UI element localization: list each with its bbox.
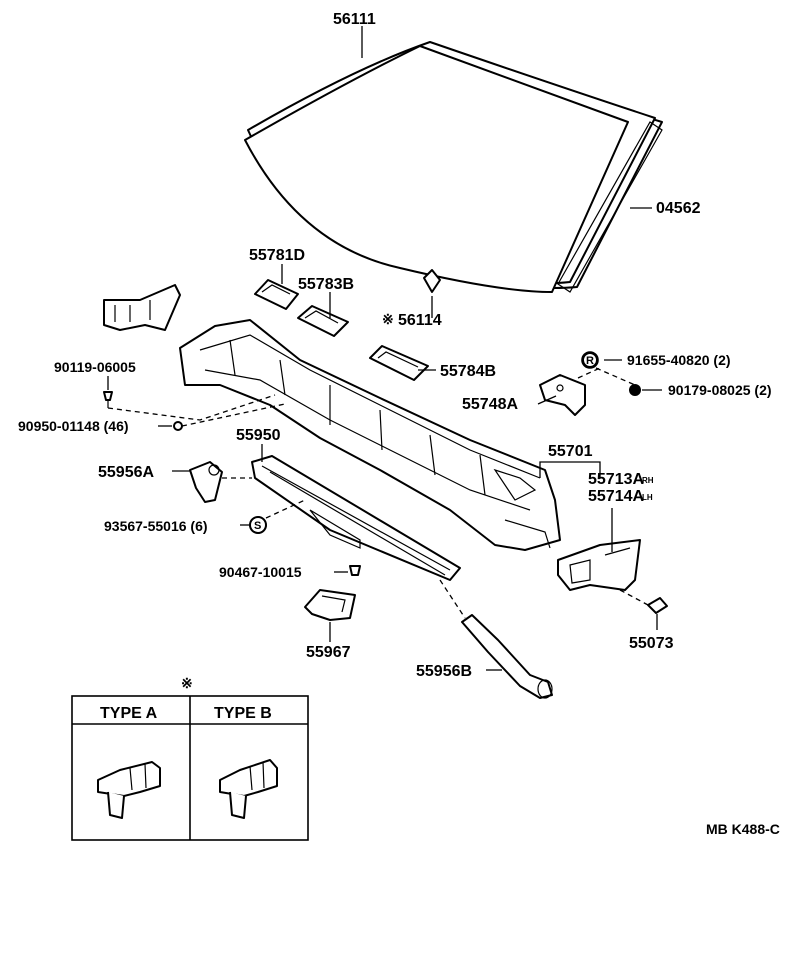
callout-s: S bbox=[249, 516, 267, 534]
seal-55967 bbox=[304, 589, 356, 621]
svg-text:R: R bbox=[586, 355, 594, 367]
bracket-55713A-55714A bbox=[557, 539, 641, 591]
label-91655-40820: 91655-40820 (2) bbox=[627, 352, 731, 368]
cap-55073 bbox=[647, 597, 668, 614]
label-90467-10015: 90467-10015 bbox=[219, 564, 302, 580]
callout-r: R bbox=[581, 351, 599, 369]
clip-type-b-drawing bbox=[219, 759, 278, 819]
svg-text:S: S bbox=[254, 520, 261, 532]
leader-lines bbox=[107, 26, 662, 671]
mark-asterisk: ※ bbox=[382, 311, 394, 327]
bolt-91655-40820 bbox=[582, 352, 598, 368]
left-upper-bracket bbox=[103, 284, 181, 331]
grommet-90950-01148 bbox=[173, 421, 183, 431]
cowl-panel-assembly bbox=[179, 319, 561, 551]
clip-55783B bbox=[297, 305, 349, 337]
panel-55950 bbox=[251, 455, 461, 581]
label-55956A: 55956A bbox=[98, 464, 154, 481]
weatherstrip bbox=[557, 121, 663, 293]
label-55967: 55967 bbox=[306, 644, 351, 661]
dashed-lines bbox=[107, 367, 649, 619]
label-93567-55016: 93567-55016 (6) bbox=[104, 518, 208, 534]
diagram-code: MB K488-C bbox=[706, 821, 780, 837]
label-04562: 04562 bbox=[656, 200, 701, 217]
label-55714A: 55714A bbox=[588, 488, 644, 505]
label-55781D: 55781D bbox=[249, 247, 305, 264]
label-55956B: 55956B bbox=[416, 663, 472, 680]
label-55701: 55701 bbox=[548, 443, 593, 460]
type-table-mark: ※ bbox=[181, 675, 193, 691]
hose-55956A bbox=[189, 461, 223, 503]
label-55714A-lh: LH bbox=[642, 493, 653, 502]
label-56114: 56114 bbox=[398, 312, 442, 329]
label-90179-08025: 90179-08025 (2) bbox=[668, 382, 772, 398]
label-55950: 55950 bbox=[236, 427, 281, 444]
bracket-55748A bbox=[539, 374, 586, 416]
label-56111: 56111 bbox=[333, 11, 376, 28]
label-90119-06005: 90119-06005 bbox=[54, 359, 136, 375]
clip-55781D bbox=[254, 279, 299, 310]
label-55748A: 55748A bbox=[462, 396, 518, 413]
hose-55956B bbox=[461, 614, 553, 699]
label-55073: 55073 bbox=[629, 635, 674, 652]
label-55713A-rh: RH bbox=[642, 476, 654, 485]
fastener-90467-10015 bbox=[349, 565, 361, 576]
screw-90119-06005 bbox=[103, 391, 113, 408]
type-table-col-a: TYPE A bbox=[100, 705, 158, 722]
retainer-55784B bbox=[369, 345, 429, 381]
label-55713A: 55713A bbox=[588, 471, 644, 488]
label-55784B: 55784B bbox=[440, 363, 496, 380]
label-55783B: 55783B bbox=[298, 276, 354, 293]
clip-56114 bbox=[423, 269, 441, 293]
type-table: ※ TYPE A TYPE B bbox=[71, 675, 309, 841]
windshield-glass bbox=[244, 41, 663, 293]
type-table-col-b: TYPE B bbox=[214, 705, 272, 722]
nut-90179-08025 bbox=[629, 384, 641, 396]
clip-type-a-drawing bbox=[97, 761, 161, 819]
label-90950-01148: 90950-01148 (46) bbox=[18, 418, 129, 434]
